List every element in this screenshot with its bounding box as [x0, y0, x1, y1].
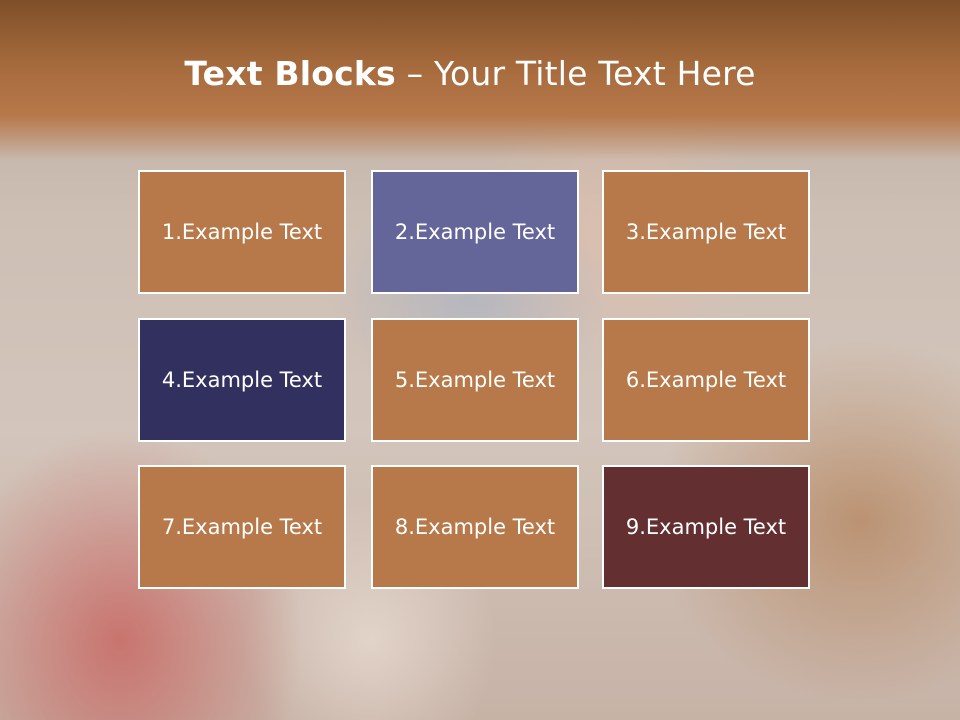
text-block-2[interactable]: 2.Example Text	[371, 170, 579, 294]
text-block-label: 5.Example Text	[394, 368, 556, 392]
text-block-7[interactable]: 7.Example Text	[138, 465, 346, 589]
slide-title: Text Blocks – Your Title Text Here	[0, 54, 940, 93]
text-block-label: 9.Example Text	[625, 515, 787, 539]
text-block-label: 2.Example Text	[394, 220, 556, 244]
text-block-label: 3.Example Text	[625, 220, 787, 244]
text-block-8[interactable]: 8.Example Text	[371, 465, 579, 589]
text-block-9[interactable]: 9.Example Text	[602, 465, 810, 589]
text-block-label: 6.Example Text	[625, 368, 787, 392]
text-blocks-grid: 1.Example Text 2.Example Text 3.Example …	[138, 170, 816, 594]
header-band	[0, 0, 960, 160]
text-block-label: 4.Example Text	[161, 368, 323, 392]
title-dash: –	[395, 54, 434, 93]
text-block-label: 8.Example Text	[394, 515, 556, 539]
text-block-5[interactable]: 5.Example Text	[371, 318, 579, 442]
text-block-label: 1.Example Text	[161, 220, 323, 244]
text-block-4[interactable]: 4.Example Text	[138, 318, 346, 442]
text-block-label: 7.Example Text	[161, 515, 323, 539]
text-block-1[interactable]: 1.Example Text	[138, 170, 346, 294]
text-block-6[interactable]: 6.Example Text	[602, 318, 810, 442]
title-rest: Your Title Text Here	[433, 54, 756, 93]
title-bold-part: Text Blocks	[184, 54, 396, 93]
text-block-3[interactable]: 3.Example Text	[602, 170, 810, 294]
